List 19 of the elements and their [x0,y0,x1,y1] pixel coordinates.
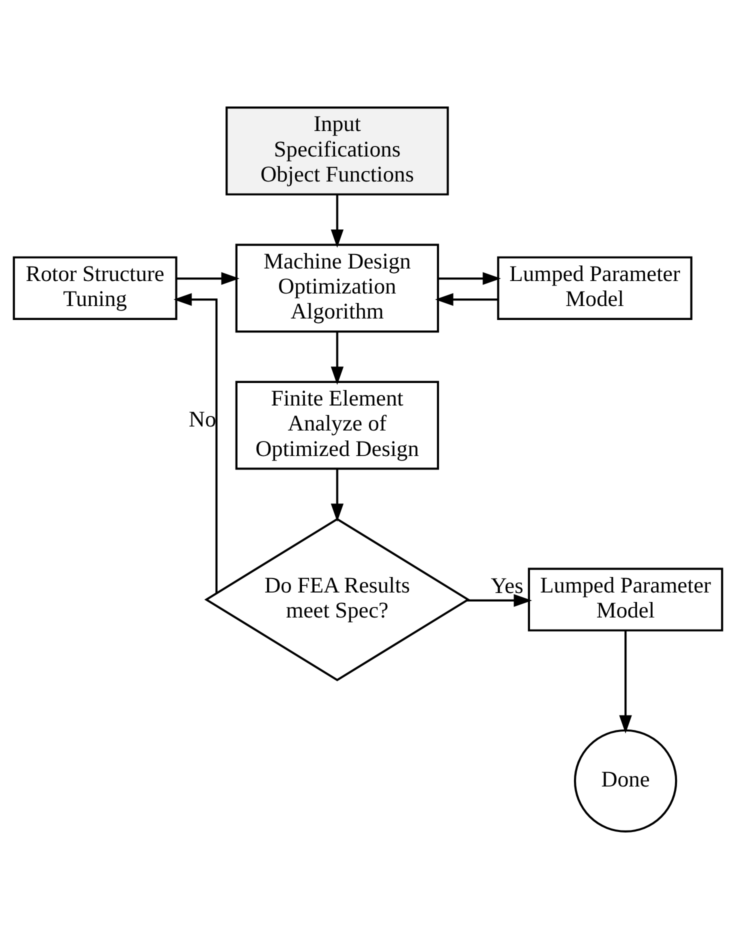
arrow [619,630,632,734]
arrow [435,293,498,306]
node-box: Lumped Parameter Model [497,256,692,320]
edge-label: Yes [490,573,524,598]
node-box: Input Specifications Object Functions [226,106,449,196]
arrow [174,293,218,594]
node-box: Lumped Parameter Model [528,568,724,632]
node-circle: Done [574,729,678,833]
arrow [330,332,344,385]
arrow [438,272,501,285]
arrow [176,272,240,285]
node-diamond: Do FEA Results meet Spec? [204,518,470,682]
edge-label: No [188,406,216,432]
arrow [330,468,344,522]
node-box: Finite Element Analyze of Optimized Design [235,380,440,470]
node-box: Rotor Structure Tuning [12,256,178,320]
arrow [467,594,532,607]
arrow [330,194,344,248]
node-box: Machine Design Optimization Algorithm [235,244,440,333]
